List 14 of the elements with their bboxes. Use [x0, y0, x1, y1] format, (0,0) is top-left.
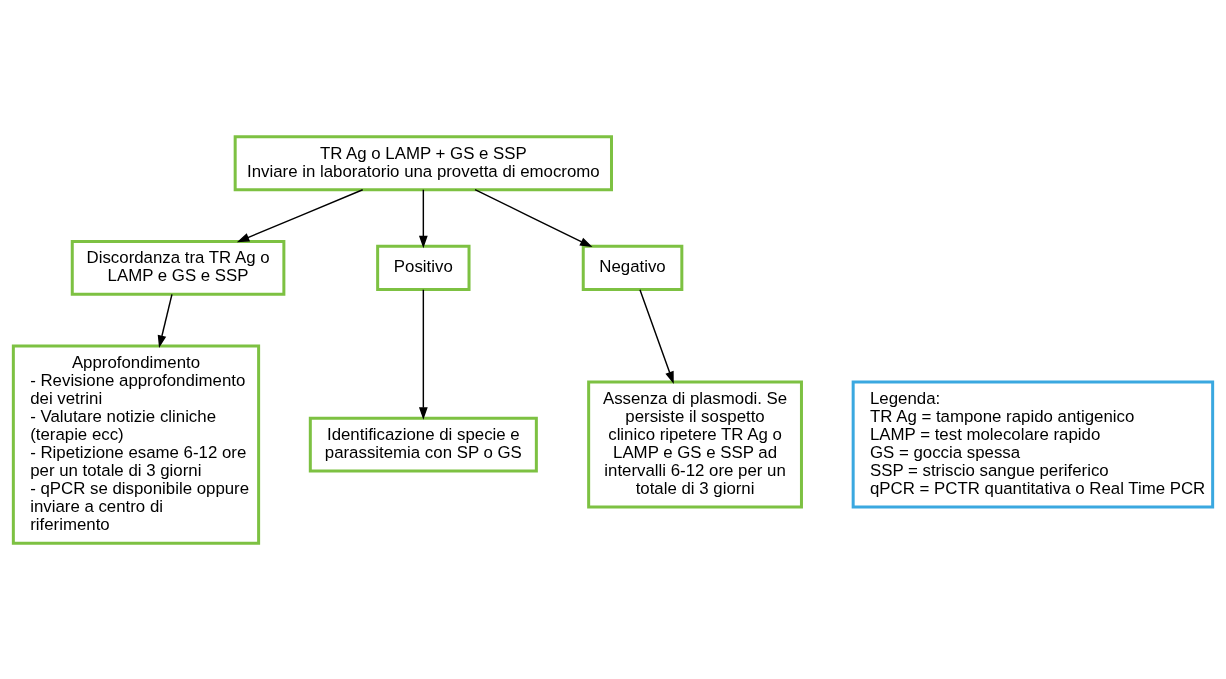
arrow	[157, 293, 173, 348]
node-box: TR Ag o LAMP + GS e SSP Inviare in laboratorio una provetta di emocromo	[233, 134, 613, 191]
arrow	[418, 288, 428, 420]
node-box: Approfondimento - Revisione approfondimento dei vetrini - Valutare notizie cliniche (terapie ecc) - Ripetizione esame 6-12 ore per un totale di 3 giorni - qPCR se disponibile oppure inviare a centro di riferimento	[11, 344, 261, 545]
node-box: Identificazione di specie e parassitemia con SP o GS	[308, 416, 538, 473]
node-box: Positivo	[376, 244, 471, 291]
node-box: Assenza di plasmodi. Se persiste il sospetto clinico ripetere TR Ag o LAMP e GS e SSP ad intervalli 6-12 ore per un totale di 3 giorni	[587, 380, 803, 509]
arrow	[639, 288, 674, 384]
arrow	[418, 188, 428, 248]
arrow	[236, 188, 364, 242]
arrow	[474, 188, 593, 247]
node-box: Negativo	[581, 244, 684, 291]
node-box: Discordanza tra TR Ag o LAMP e GS e SSP	[70, 239, 286, 296]
node-box: Legenda: TR Ag = tampone rapido antigenico LAMP = test molecolare rapido GS = goccia spessa SSP = striscio sangue periferico qPCR = PCTR quantitativa o Real Time PCR	[851, 380, 1215, 509]
